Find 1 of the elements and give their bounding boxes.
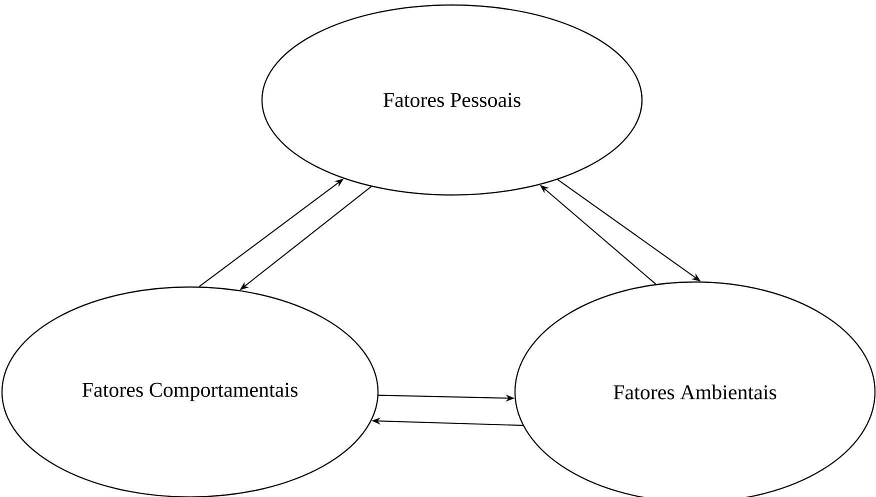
ellipse-node: Fatores Pessoais — [261, 4, 643, 196]
